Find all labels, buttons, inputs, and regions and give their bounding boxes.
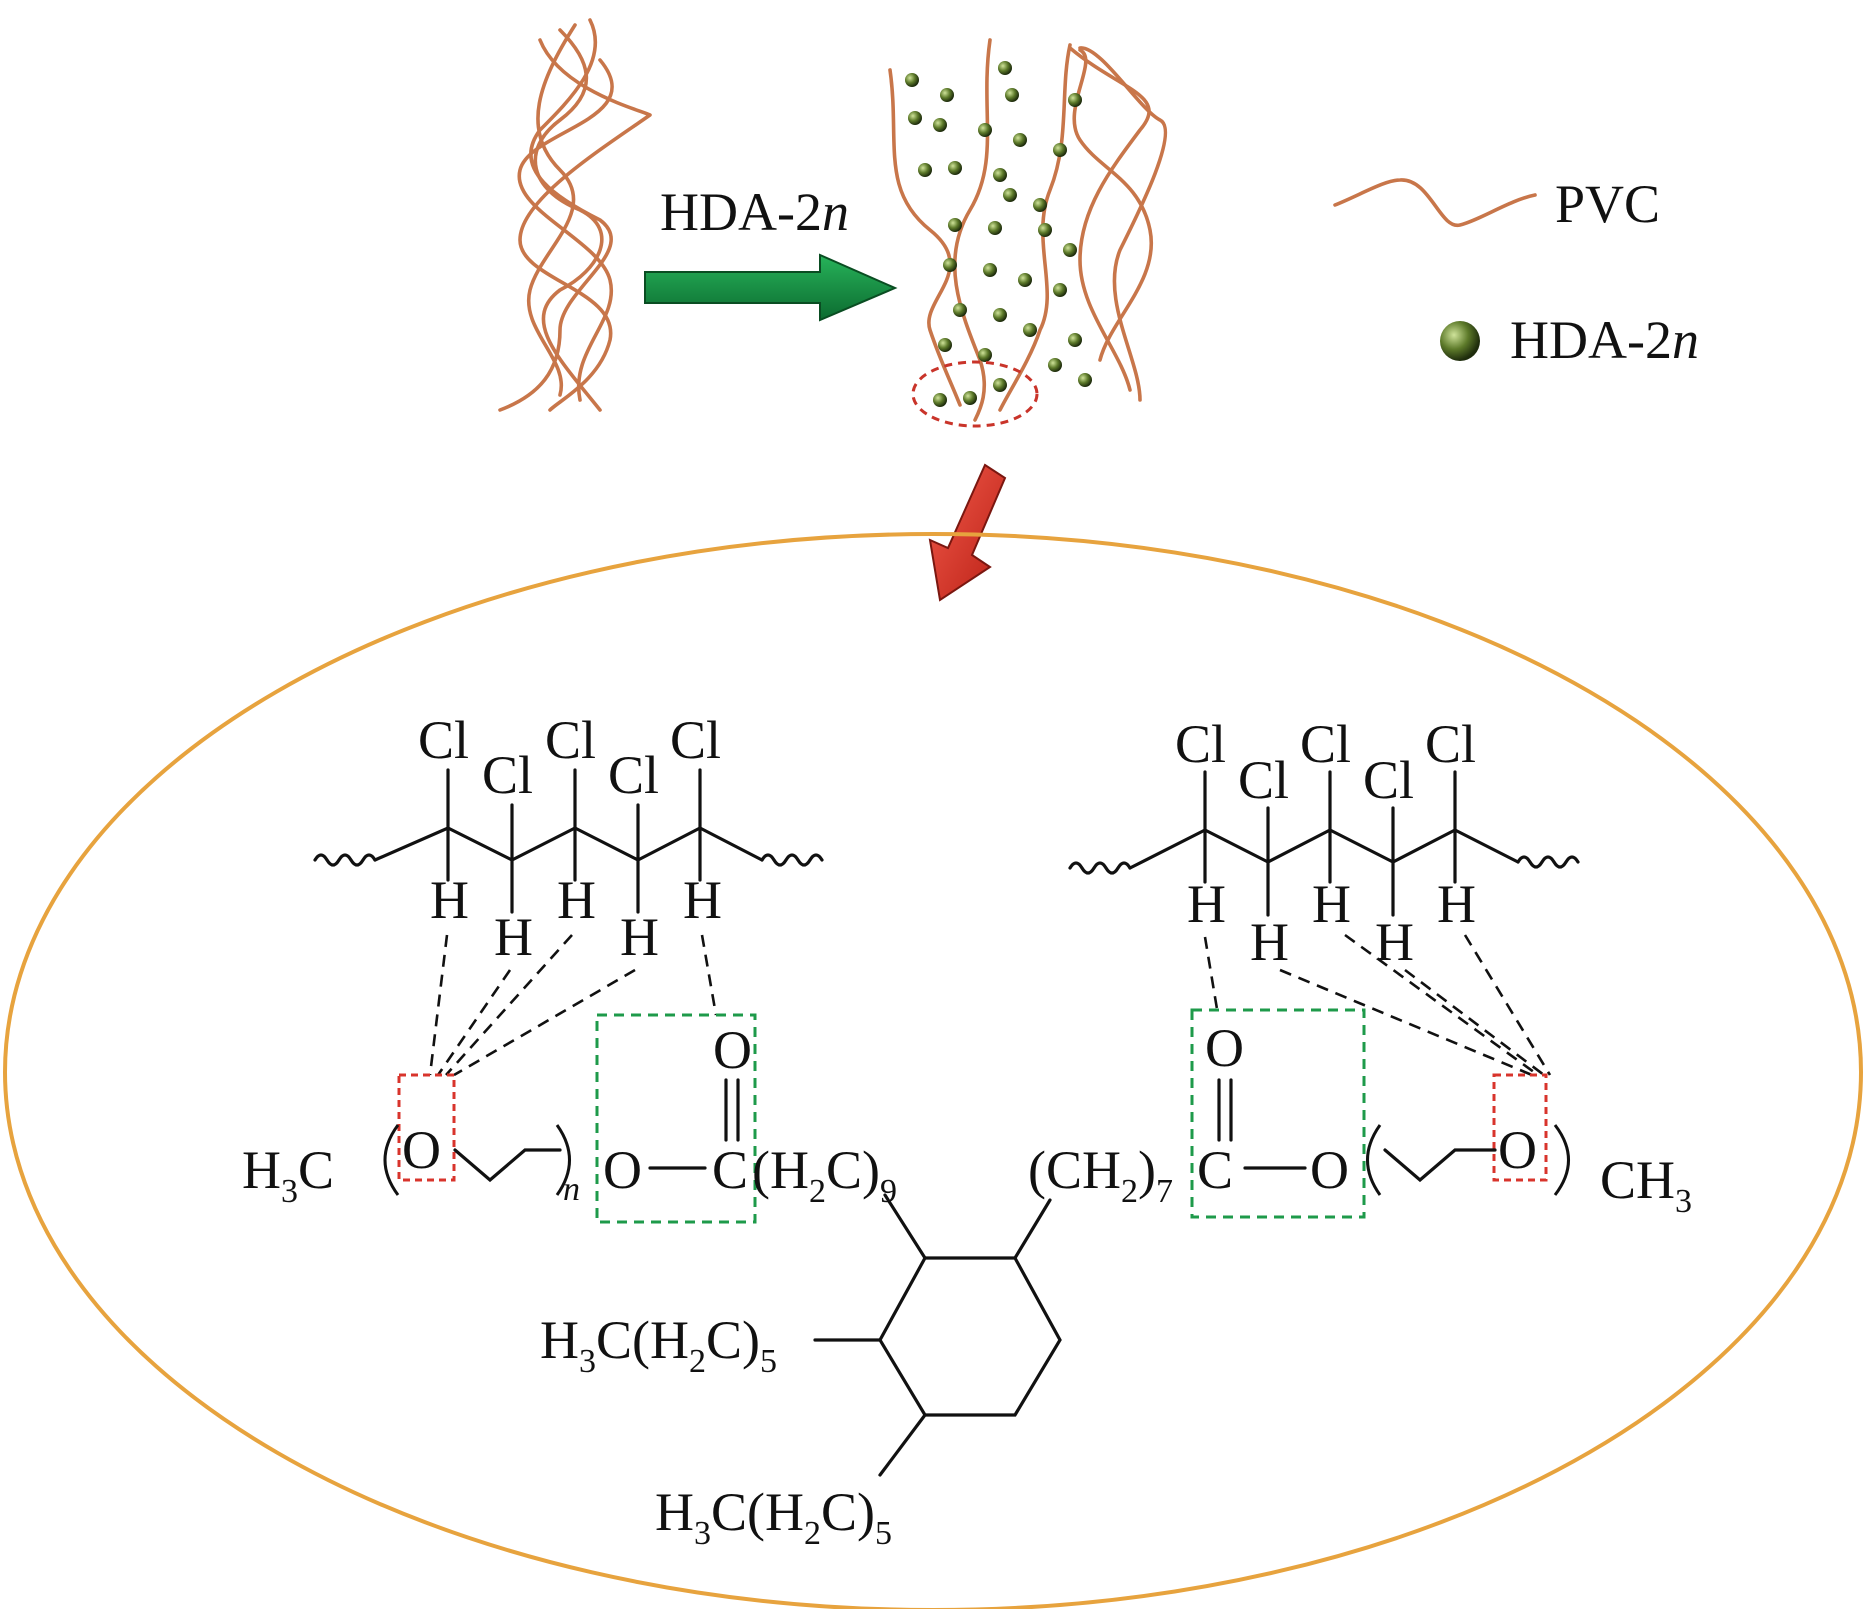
h-atom: H	[1437, 874, 1476, 934]
paren-close-left	[555, 1124, 571, 1196]
plasticizer-sphere	[1068, 93, 1082, 107]
h-atom: H	[1312, 874, 1351, 934]
o-atom: O	[1310, 1140, 1349, 1200]
ether-box-left	[397, 1073, 456, 1182]
plasticizer-sphere	[1003, 188, 1017, 202]
cl-atom: Cl	[482, 745, 533, 805]
plasticizer-sphere	[983, 263, 997, 277]
cl-atom: Cl	[545, 710, 596, 770]
plasticizer-sphere	[948, 218, 962, 232]
cl-atom: Cl	[1175, 714, 1226, 774]
h-atom: H	[1187, 874, 1226, 934]
plasticizer-sphere	[905, 73, 919, 87]
cl-atom: Cl	[1300, 714, 1351, 774]
h-atom: H	[494, 907, 533, 967]
polymer-chain-icon	[1333, 178, 1537, 227]
plasticizer-sphere	[993, 168, 1007, 182]
plasticizer-sphere	[933, 118, 947, 132]
paren-open-left	[383, 1124, 400, 1196]
plasticizer-sphere	[918, 163, 932, 177]
hexyl-upper: H3C(H2C)5	[540, 1310, 777, 1380]
cl-atom: Cl	[1238, 750, 1289, 810]
plasticizer-sphere	[1005, 88, 1019, 102]
cl-atom: Cl	[608, 745, 659, 805]
h-atom: H	[683, 870, 722, 930]
plasticizer-sphere	[1023, 323, 1037, 337]
h-atom: H	[1375, 912, 1414, 972]
plasticizer-sphere	[1048, 358, 1062, 372]
paren-open-right	[1366, 1124, 1382, 1196]
pvc-backbone-left	[313, 768, 824, 914]
methyl-left: H3C	[242, 1140, 334, 1210]
h-atom: H	[1250, 912, 1289, 972]
legend: PVC HDA-2n	[1333, 174, 1699, 370]
plasticizer-sphere	[1033, 198, 1047, 212]
methyl-right: CH3	[1600, 1150, 1692, 1220]
paren-close-right	[1553, 1124, 1570, 1196]
plasticizer-sphere	[998, 61, 1012, 75]
plasticizer-sphere	[1018, 273, 1032, 287]
highlight-ellipse	[911, 360, 1039, 428]
chain-left: (H2C)9	[752, 1140, 897, 1210]
c-atom: C	[1197, 1140, 1233, 1200]
cl-atom: Cl	[418, 710, 469, 770]
cl-atom: Cl	[1363, 750, 1414, 810]
plasticizer-sphere	[938, 338, 952, 352]
legend-label-pvc: PVC	[1555, 174, 1660, 234]
carbonyl-box-right	[1190, 1008, 1366, 1219]
chain-right: (CH2)7	[1028, 1140, 1173, 1210]
hexyl-lower: H3C(H2C)5	[655, 1482, 892, 1552]
plasticizer-sphere	[988, 221, 1002, 235]
cl-atom: Cl	[1425, 714, 1476, 774]
zoom-ellipse	[3, 532, 1863, 1609]
plasticizer-sphere	[1053, 283, 1067, 297]
repeat-n-left: n	[563, 1171, 580, 1208]
ether-box-right	[1492, 1073, 1548, 1182]
pvc-chains-neat	[498, 18, 652, 412]
c-atom: C	[712, 1140, 748, 1200]
green-process-arrow	[644, 253, 898, 322]
h-atom: H	[620, 907, 659, 967]
plasticizer-sphere	[978, 348, 992, 362]
plasticizer-sphere	[1013, 133, 1027, 147]
pvc-chains-plasticized	[888, 38, 1168, 422]
plasticizer-sphere	[948, 161, 962, 175]
plasticizer-sphere	[953, 303, 967, 317]
o-atom: O	[603, 1140, 642, 1200]
legend-label-hda: HDA-2n	[1510, 310, 1699, 370]
plasticizer-sphere	[1068, 333, 1082, 347]
h-atom: H	[557, 870, 596, 930]
plasticizer-sphere	[963, 391, 977, 405]
plasticizer-sphere	[993, 308, 1007, 322]
plasticizer-sphere	[940, 88, 954, 102]
carbonyl-box-left	[595, 1013, 757, 1224]
plasticizer-sphere	[993, 378, 1007, 392]
pvc-backbone-right	[1068, 770, 1580, 917]
o-atom: O	[1205, 1018, 1244, 1078]
o-atom: O	[402, 1120, 441, 1180]
green-sphere-icon	[1440, 321, 1480, 361]
o-atom: O	[1498, 1120, 1537, 1180]
h-atom: H	[430, 870, 469, 930]
pvc-left-atoms: Cl Cl Cl Cl Cl H H H H H	[418, 710, 722, 967]
plasticizer-sphere	[978, 123, 992, 137]
cyclohexane-ring	[813, 1193, 1062, 1477]
plasticizer-sphere	[1063, 243, 1077, 257]
arrow-label: HDA-2n	[660, 182, 849, 242]
plasticizer-sphere	[1038, 223, 1052, 237]
cl-atom: Cl	[670, 710, 721, 770]
hydrogen-bonds	[428, 933, 1552, 1077]
plasticizer-sphere	[943, 258, 957, 272]
plasticizer-spheres	[905, 61, 1092, 407]
plasticizer-sphere	[1053, 143, 1067, 157]
o-atom: O	[713, 1020, 752, 1080]
plasticizer-sphere	[908, 111, 922, 125]
plasticizer-sphere	[1078, 373, 1092, 387]
plasticizer-sphere	[933, 393, 947, 407]
